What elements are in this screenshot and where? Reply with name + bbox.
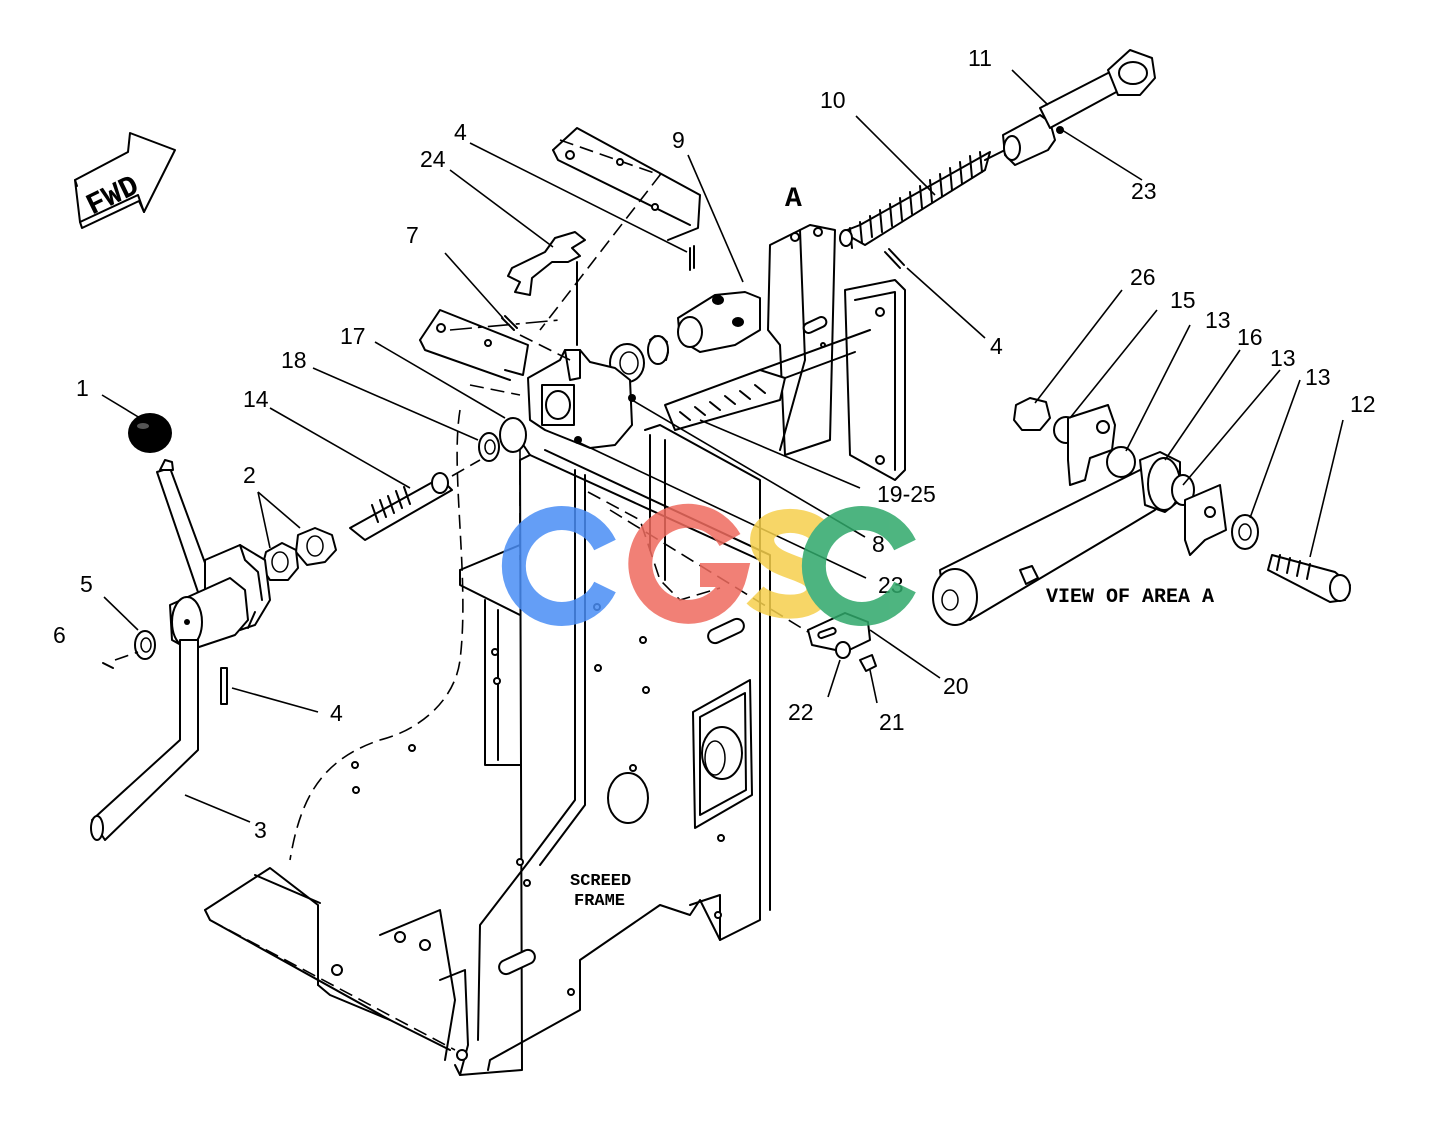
lever-part-3 [90, 459, 271, 841]
view-caption: VIEW OF AREA A [1046, 586, 1214, 609]
callout-13-b: 13 [1270, 345, 1296, 371]
leader-lines [101, 69, 1344, 823]
screw-part-21 [859, 654, 877, 672]
callout-16: 16 [1237, 324, 1263, 350]
callout-4-right: 4 [990, 333, 1003, 359]
view-marker-label: A [785, 184, 802, 215]
callout-22: 22 [788, 699, 814, 725]
rod-end-part-11 [1002, 49, 1156, 166]
linkage-bar [664, 329, 871, 431]
callout-13-c: 13 [1305, 364, 1331, 390]
callout-19-25: 19-25 [877, 481, 936, 507]
callout-12: 12 [1350, 391, 1376, 417]
callout-24: 24 [420, 146, 446, 172]
callout-1: 1 [76, 375, 89, 401]
cgsc-watermark [501, 503, 916, 626]
callout-5: 5 [80, 571, 93, 597]
knob-part-1 [128, 413, 172, 453]
threaded-rod-part-14 [349, 459, 481, 541]
yoke-part-9 [677, 245, 761, 353]
bolt-part-8 [574, 394, 636, 444]
callout-8: 8 [872, 531, 885, 557]
frame-label-line1: SCREED [570, 872, 631, 891]
screw-part-6 [102, 662, 114, 669]
callout-10: 10 [820, 87, 846, 113]
callout-2: 2 [243, 462, 256, 488]
callout-7: 7 [406, 222, 419, 248]
screed-frame [204, 139, 906, 1076]
screw-part-7 [501, 315, 571, 361]
callout-13-a: 13 [1205, 307, 1231, 333]
fwd-arrow: FWD [74, 132, 176, 229]
callout-numbers: 1 2 3 4 4 4 4 5 6 7 8 9 10 11 12 13 13 1… [53, 45, 1376, 843]
callout-6: 6 [53, 622, 66, 648]
spring-part-10 [839, 149, 1006, 249]
callout-9: 9 [672, 127, 685, 153]
callout-26: 26 [1130, 264, 1156, 290]
callout-4-lower: 4 [330, 700, 343, 726]
callout-15: 15 [1170, 287, 1196, 313]
callout-3: 3 [254, 817, 267, 843]
pin-part-4 [220, 248, 905, 705]
callout-21: 21 [879, 709, 905, 735]
callout-4-top: 4 [454, 119, 467, 145]
callout-20: 20 [943, 673, 969, 699]
frame-label-line2: FRAME [574, 892, 625, 911]
callout-23-upper: 23 [1131, 178, 1157, 204]
nut-part-22 [835, 641, 851, 659]
wrench-part-24 [507, 231, 586, 296]
nuts-part-2 [261, 527, 337, 581]
callout-11: 11 [968, 45, 992, 71]
washer-part-5 [114, 630, 156, 661]
callout-14: 14 [243, 386, 269, 412]
callout-17: 17 [340, 323, 366, 349]
view-area-a-detail [932, 397, 1351, 626]
upper-plates [419, 127, 701, 381]
callout-18: 18 [281, 347, 307, 373]
pivot-block [478, 261, 633, 462]
